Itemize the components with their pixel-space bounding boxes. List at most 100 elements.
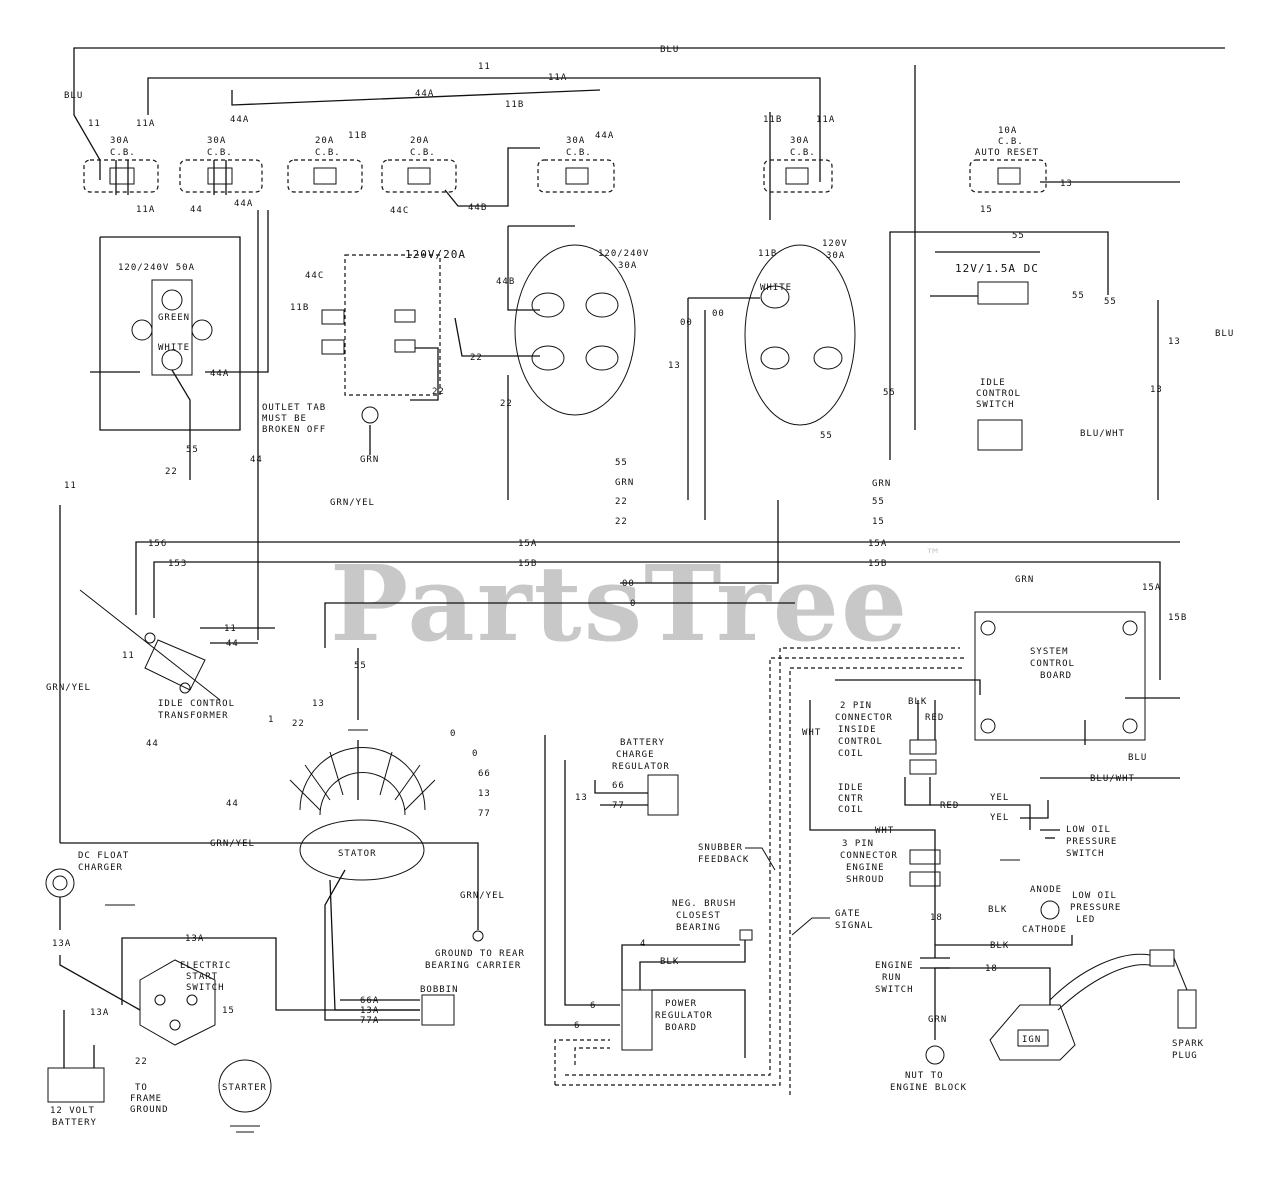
nut-2: ENGINE BLOCK — [890, 1083, 967, 1093]
label-55-o30b: 55 — [820, 431, 833, 441]
label-13-b7: 13 — [1060, 179, 1073, 189]
low-oil-pressure-switch: LOW OIL PRESSURE SWITCH — [1040, 825, 1117, 859]
brush-3: BEARING — [676, 923, 721, 933]
two-pin-connector: 2 PIN CONNECTOR INSIDE CONTROL COIL — [835, 701, 937, 775]
label-13a-charger: 13A — [52, 939, 71, 949]
label-0-mid: 0 — [630, 599, 636, 609]
led-label-3: LED — [1076, 915, 1095, 925]
dc-section: 55 12V/1.5A DC 55 55 55 13 13 BLU IDLE C… — [883, 231, 1233, 500]
label-66-stator: 66 — [478, 769, 491, 779]
two-pin-2: CONNECTOR — [835, 713, 893, 723]
outlet-50a-green: GREEN — [158, 313, 190, 323]
battery-charge-regulator: BATTERY CHARGE REGULATOR — [594, 738, 679, 816]
label-44b-o30: 44B — [496, 277, 515, 287]
run-switch-1: ENGINE — [875, 961, 914, 971]
label-13a-start: 13A — [185, 934, 204, 944]
label-grnyel-left: GRN/YEL — [46, 683, 91, 693]
breaker-5: 30A C.B. — [537, 136, 615, 193]
led-label-2: PRESSURE — [1070, 903, 1121, 913]
label-55-stator: 55 — [354, 661, 367, 671]
charger-label-1: DC FLOAT — [78, 851, 129, 861]
label-grn-board: GRN — [1015, 575, 1034, 585]
label-77a: 77A — [360, 1016, 379, 1026]
label-55-right: 55 — [872, 497, 885, 507]
outlet-20a: 120V/20A OUTLET TAB MUST BE BROKEN OFF — [262, 248, 465, 435]
label-2-board: 6 — [574, 1021, 580, 1031]
label-44a-b2-bottom: 44A — [234, 199, 253, 209]
idle-coil-2: CNTR — [838, 794, 864, 804]
breaker-2: 30A C.B. — [179, 136, 263, 195]
outlet-tab-note-1: OUTLET TAB — [262, 403, 326, 413]
breaker-4: 20A C.B. — [381, 136, 457, 193]
label-yel-a: YEL — [990, 793, 1009, 803]
breaker-6-type: C.B. — [790, 148, 816, 158]
label-15-sw: 15 — [222, 1006, 235, 1016]
label-15-b7: 15 — [980, 205, 993, 215]
two-pin-1: 2 PIN — [840, 701, 872, 711]
label-44c-o20: 44C — [305, 271, 324, 281]
label-bluwht-dc: BLU/WHT — [1080, 429, 1125, 439]
label-grnyel-ground: GRN/YEL — [460, 891, 505, 901]
label-15b-board: 15B — [1168, 613, 1187, 623]
top-wires — [73, 47, 1225, 430]
outlet-30a-120-white: WHITE — [760, 283, 792, 293]
low-oil-2: PRESSURE — [1066, 837, 1117, 847]
gate-2: SIGNAL — [835, 921, 874, 931]
label-red-coil: RED — [940, 801, 959, 811]
outlet-30a-120: 120V 30A WHITE — [744, 239, 856, 426]
outlet-30a-120-label-1: 120V — [822, 239, 848, 249]
label-11b-top: 11B — [505, 100, 524, 110]
breaker-6-rating: 30A — [790, 136, 809, 146]
breaker-3-type: C.B. — [315, 148, 341, 158]
label-grnyel-stator: GRN/YEL — [210, 839, 255, 849]
mid-buses — [59, 500, 1180, 843]
label-44c-b4: 44C — [390, 206, 409, 216]
breaker-6: 30A C.B. — [763, 136, 833, 193]
breaker-3: 20A C.B. — [287, 136, 363, 193]
three-pin-connector: 3 PIN CONNECTOR ENGINE SHROUD — [840, 839, 941, 887]
idle-coil-1: IDLE — [838, 783, 864, 793]
bcr-label-2: CHARGE — [616, 750, 655, 760]
label-55-outlet: 55 — [186, 445, 199, 455]
outlet-50a: 120/240V 50A GREEN WHITE — [99, 236, 241, 431]
starter: STARTER — [218, 1059, 272, 1133]
starter-label: STARTER — [222, 1083, 267, 1093]
bobbin: BOBBIN — [420, 985, 458, 1026]
two-pin-4: CONTROL — [838, 737, 883, 747]
watermark-trademark: ™ — [925, 545, 941, 564]
frame-ground-3: GROUND — [130, 1105, 169, 1115]
label-13a: 13A — [360, 1006, 379, 1016]
label-15a-right: 15A — [868, 539, 887, 549]
idle-switch-3: SWITCH — [976, 400, 1015, 410]
battery-label-1: 12 VOLT — [50, 1106, 95, 1116]
label-grn-o30: GRN — [615, 478, 634, 488]
label-00-o30b: 00 — [680, 318, 693, 328]
outlet-tab-note-2: MUST BE — [262, 414, 307, 424]
idle-switch-2: CONTROL — [976, 389, 1021, 399]
run-switch-3: SWITCH — [875, 985, 914, 995]
label-22-frame: 22 — [135, 1057, 148, 1067]
label-77-bcr: 77 — [612, 801, 625, 811]
system-control-board: SYSTEM CONTROL BOARD — [974, 611, 1146, 741]
brush-2: CLOSEST — [676, 911, 721, 921]
breaker-4-type: C.B. — [410, 148, 436, 158]
breaker-1-rating: 30A — [110, 136, 129, 146]
two-pin-3: INSIDE — [838, 725, 877, 735]
label-18-a: 18 — [930, 913, 943, 923]
label-13a-sw: 13A — [90, 1008, 109, 1018]
label-11b-b3: 11B — [348, 131, 367, 141]
label-00b-o30b: 00 — [712, 309, 725, 319]
snubber-1: SNUBBER — [698, 843, 743, 853]
label-44-b: 44 — [226, 799, 239, 809]
label-11-top: 11 — [478, 62, 491, 72]
brush-1: NEG. BRUSH — [672, 899, 736, 909]
harness — [554, 647, 965, 1095]
stator-ground-1: GROUND TO REAR — [435, 949, 525, 959]
label-13-stator-b: 13 — [478, 789, 491, 799]
label-11-trans: 11 — [224, 624, 237, 634]
label-66a: 66A — [360, 996, 379, 1006]
frame-ground-2: FRAME — [130, 1094, 162, 1104]
label-1: 1 — [268, 715, 274, 725]
label-grn-right: GRN — [872, 479, 891, 489]
label-blu-top: BLU — [660, 45, 679, 55]
